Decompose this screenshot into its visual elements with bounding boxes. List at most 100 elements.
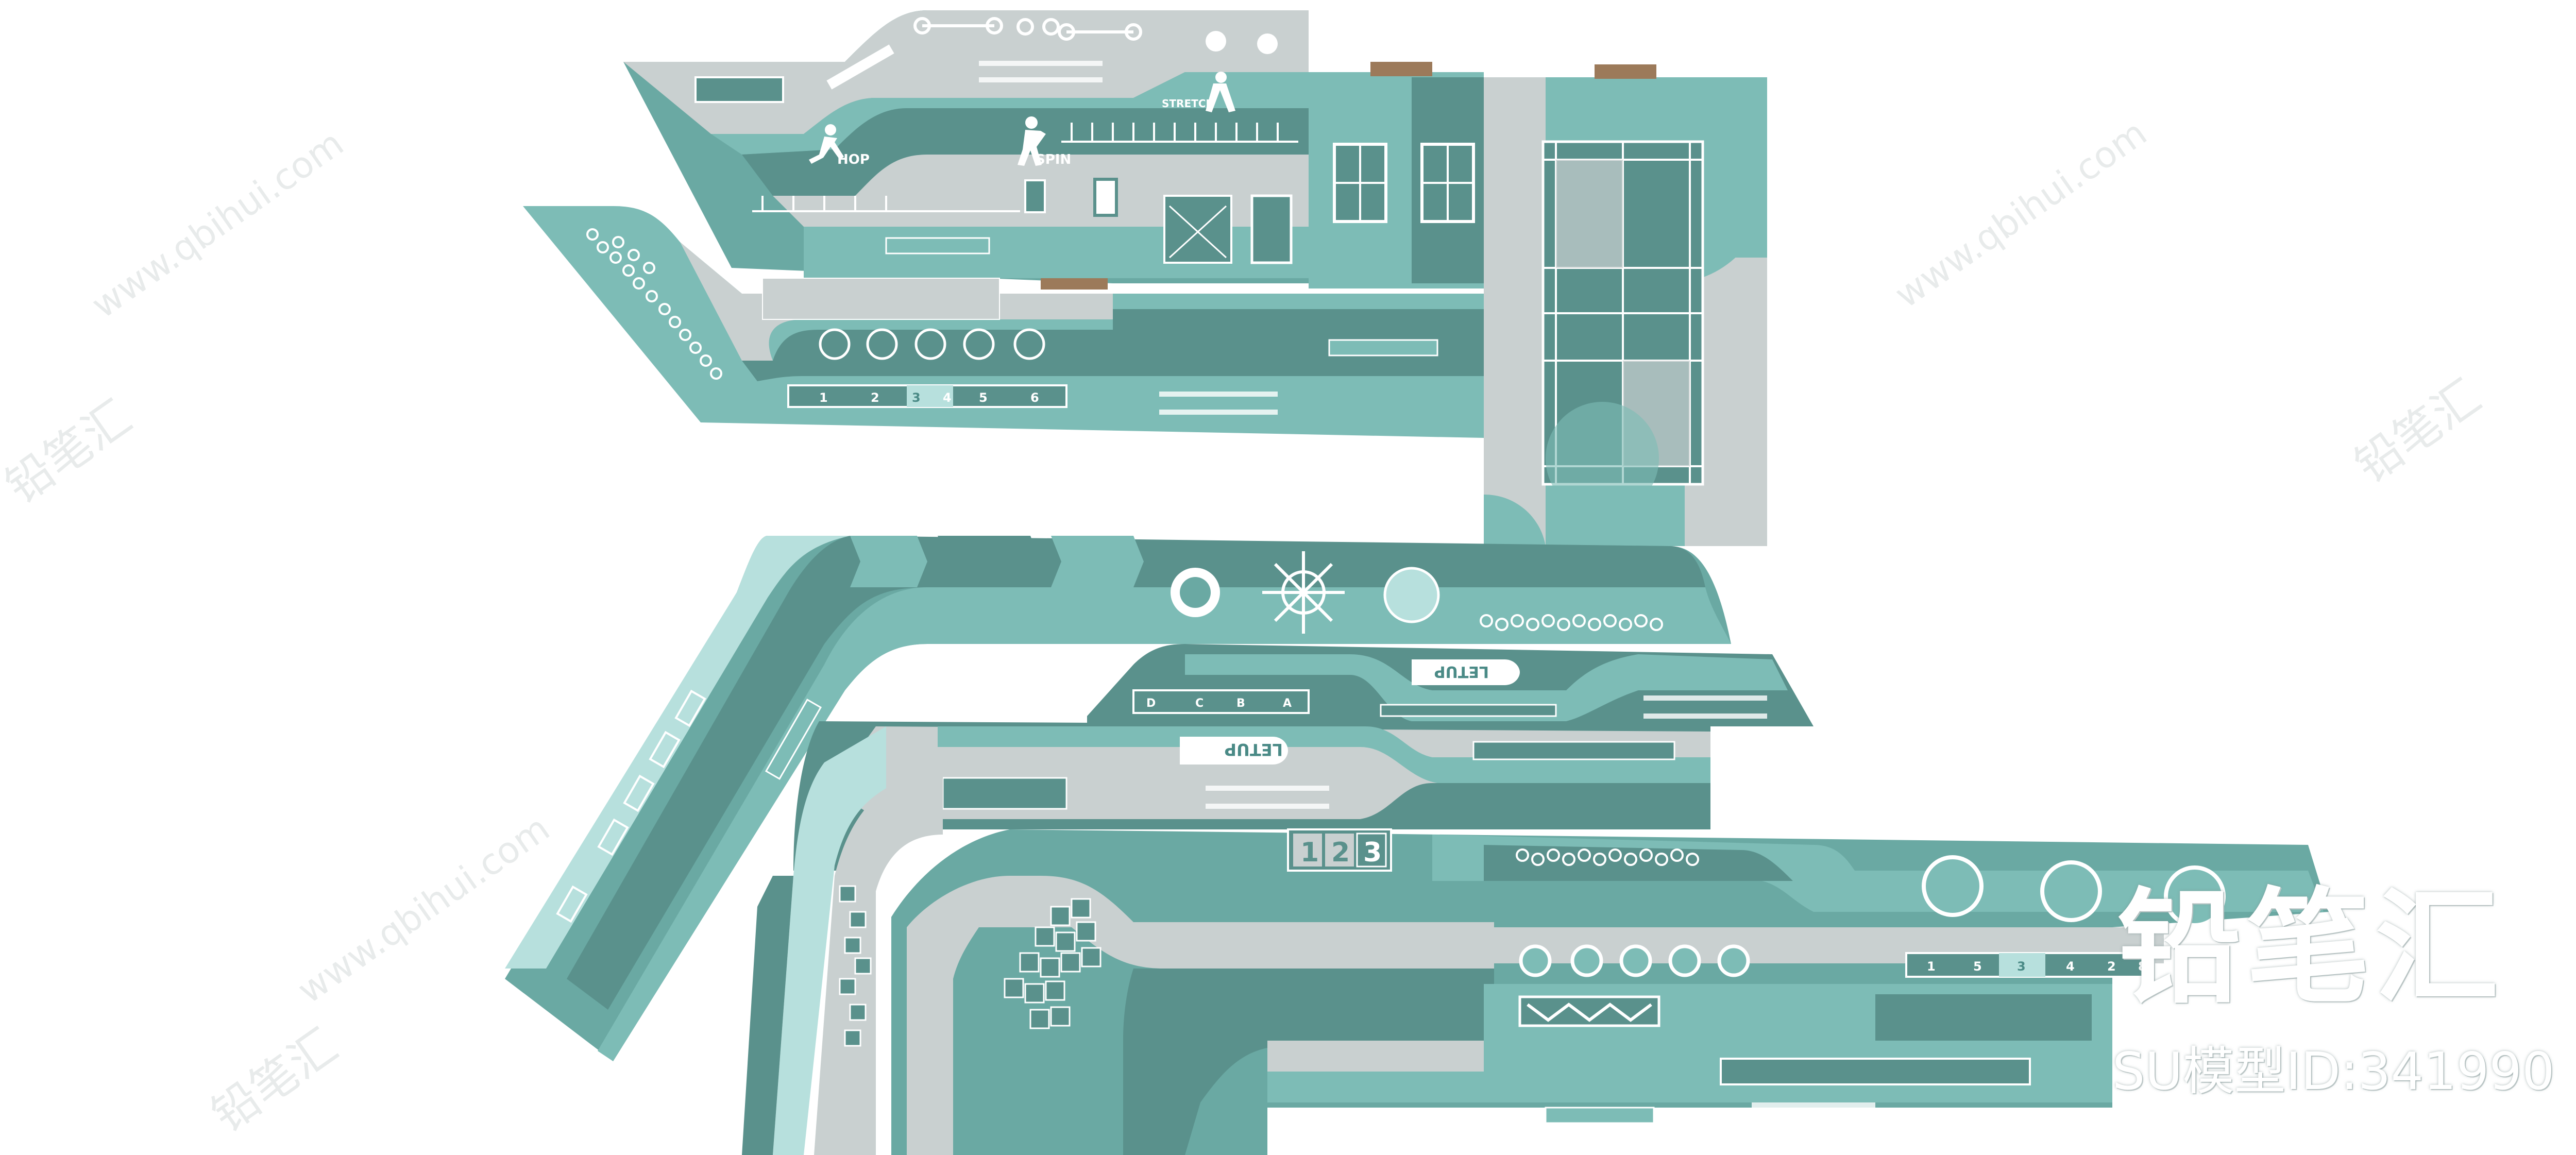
stretch-person-icon [1206, 72, 1235, 112]
spin-person-icon [1018, 116, 1046, 166]
top-track-module: HOP SPIN STRETCH [623, 10, 1484, 283]
watermark-cn-3: 铅笔汇 [202, 1018, 347, 1143]
mid-dot-row-4 [1206, 804, 1329, 809]
grid-boxes-row [942, 777, 1067, 810]
bottom-number-4: 4 [2066, 959, 2075, 974]
top-knob-icons [1206, 31, 1278, 54]
letup-curve-band [1185, 654, 1788, 721]
device-box-right [1250, 194, 1293, 264]
hop-label: HOP [837, 152, 870, 167]
watermark-site-1: www.qbihui.com [84, 122, 351, 326]
court-bottom-arc [1484, 494, 1546, 546]
round-icon-1 [819, 328, 851, 360]
ring-icon-2 [1383, 567, 1440, 623]
chevron-2 [938, 536, 1041, 587]
letup-ruler [1380, 704, 1557, 717]
bottom-number-2: 2 [2107, 959, 2116, 974]
letup-pill-2 [1180, 737, 1288, 765]
stretch-label: STRETCH [1162, 97, 1214, 110]
letup-pill-1 [1412, 659, 1520, 685]
top-track-lower-teal [804, 227, 1309, 278]
watermark-cn-2: 铅笔汇 [2345, 369, 2490, 494]
mid-dot-row-3 [1206, 786, 1329, 791]
letup-dot-row-1 [1643, 695, 1767, 701]
bottom-number-3: 3 [2017, 959, 2026, 974]
bottom-lower-gray [1267, 1041, 1484, 1072]
bottom-left-gray [814, 773, 943, 1155]
mid-strip-teal [938, 726, 1710, 783]
cross-panel [1163, 195, 1232, 264]
top-track-teal-lane [711, 72, 1309, 155]
bottom-right-dark-block [1875, 994, 2092, 1041]
watermark-cn-1: 铅笔汇 [0, 390, 141, 514]
top-number-6: 6 [1030, 390, 1039, 405]
round-icon-2 [866, 328, 898, 360]
top-number-5: 5 [979, 390, 988, 405]
diagonal-gray-curve [680, 242, 1484, 361]
bottom-lower-dark [1267, 984, 1484, 1051]
bottom-number-1: 1 [1927, 959, 1936, 974]
letup-label-1: LETUP [1434, 663, 1489, 681]
big-circle-1 [1922, 855, 1984, 917]
dumbbell-bar-1 [913, 17, 1060, 36]
brown-bench-2 [1041, 278, 1108, 290]
brown-bench-3 [1370, 62, 1432, 76]
top-dot-row-2 [979, 77, 1103, 82]
bottom-gray-curve [907, 876, 1494, 1155]
spin-label: SPIN [1036, 152, 1071, 167]
l-shape-module [505, 536, 1731, 1061]
bottom-left-dark [742, 876, 793, 1155]
bottom-number-8: 8 [2138, 959, 2147, 974]
lower-long-strip [1720, 1058, 2031, 1085]
small-device-1 [1024, 179, 1046, 213]
abcd-a: A [1283, 697, 1292, 710]
hop-person-icon [809, 124, 844, 164]
court-hatch-top [1556, 160, 1623, 268]
l-shape-light-lane [598, 587, 1731, 1061]
bottom-left-arm [773, 726, 886, 1155]
letup-module: LETUP D C B A [1087, 644, 1814, 726]
top-number-strip: 1 2 3 4 5 6 [787, 384, 1067, 408]
top-number-1: 1 [819, 390, 828, 405]
dots-cluster [586, 228, 722, 380]
chevron-3 [1051, 536, 1144, 587]
abcd-b: B [1236, 697, 1245, 710]
brown-bench-4 [1595, 64, 1656, 79]
big-digit-2: 2 [1331, 837, 1350, 868]
big-circle-2 [2040, 860, 2102, 922]
dumbbell-bar-2 [1058, 23, 1142, 41]
letup-label-2: LETUP [1224, 740, 1283, 759]
round-icons-row [819, 328, 1045, 360]
diagonal-bar [826, 44, 894, 90]
left-slat-panel [694, 76, 784, 103]
ring-icon-1-inner [1180, 577, 1211, 608]
lower-dot-row-1 [1752, 1102, 1875, 1108]
window-grid [1334, 144, 1473, 222]
abcd-strip: D C B A [1132, 689, 1310, 714]
big-circle-3 [2164, 865, 2226, 927]
round-icon-3 [914, 328, 946, 360]
letup-dot-row-2 [1643, 714, 1767, 719]
court-module [1309, 62, 1767, 546]
grille-panel [762, 278, 1000, 320]
l-shape-mint-band [505, 536, 850, 969]
court-center-arc [1546, 402, 1659, 515]
l-shape-base [505, 536, 1731, 1061]
lower-grid-strip [885, 237, 990, 254]
lower-ruler [1545, 1107, 1655, 1124]
abcd-d: D [1146, 697, 1156, 710]
chevron-1 [850, 536, 927, 587]
round-icon-4 [963, 328, 995, 360]
sun-icon [1262, 551, 1345, 634]
mid-dot-row-1 [1159, 392, 1278, 397]
model-id-text: SU模型ID:341990 [2112, 1041, 2555, 1101]
bubble-row-bottom [1516, 848, 1699, 866]
top-number-3: 3 [912, 390, 921, 405]
diagonal-module: 1 2 3 4 5 6 [523, 206, 1484, 438]
top-number-4: 4 [943, 390, 952, 405]
brand-logo-text: 铅笔汇 [2117, 876, 2504, 1020]
railing-ticks-lower [752, 196, 1020, 212]
mid-dot-row-2 [1159, 410, 1278, 415]
diagonal-dots-strip [556, 689, 706, 923]
